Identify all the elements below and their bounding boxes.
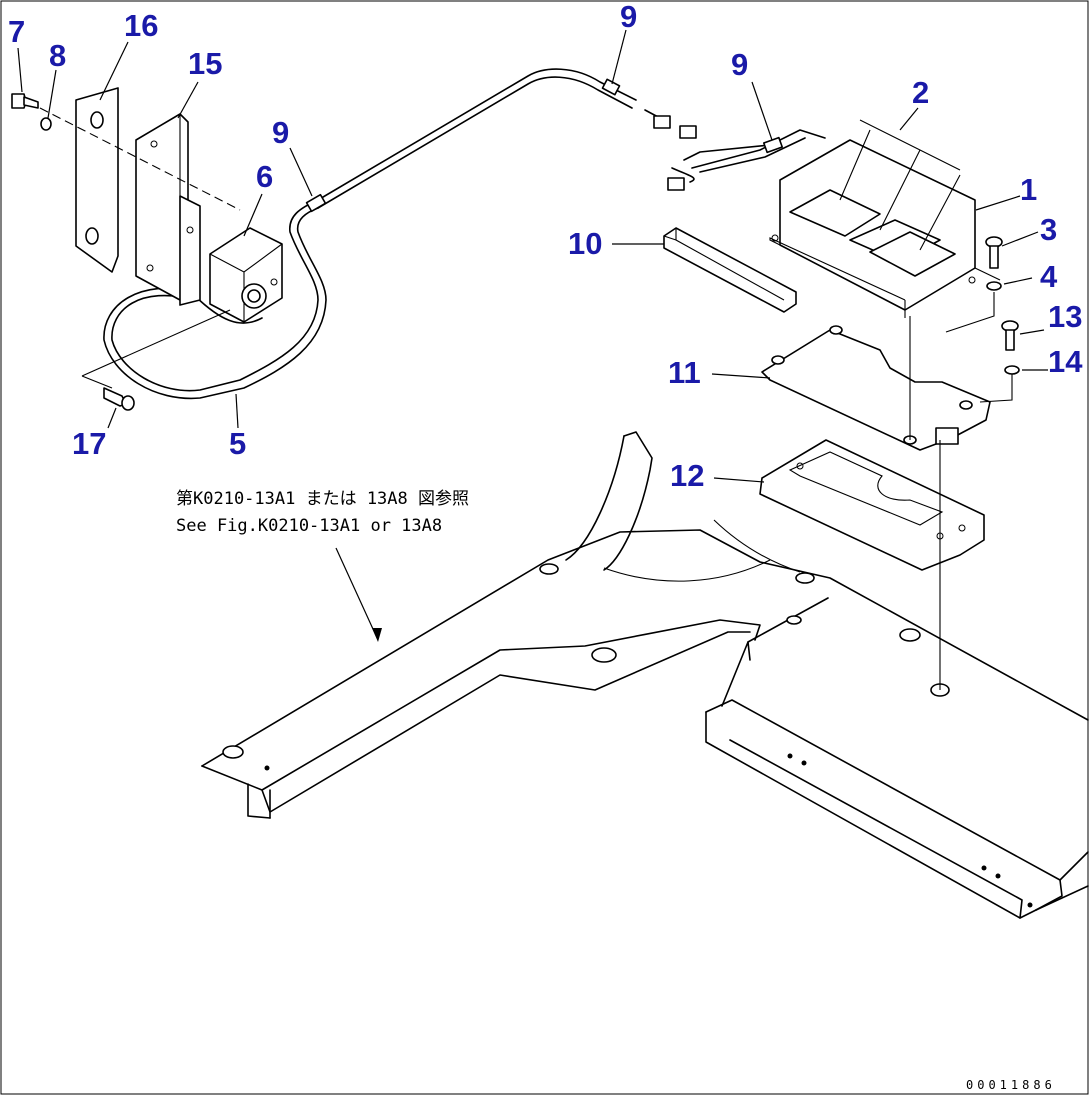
part-3-bolt (985, 236, 1003, 269)
callout-8: 8 (49, 38, 67, 73)
callout-15: 15 (188, 46, 223, 81)
part-1-controller (769, 119, 1001, 318)
callout-16: 16 (124, 8, 159, 43)
leader-lines (17, 29, 1048, 642)
callout-9-right: 9 (731, 47, 749, 82)
callout-2: 2 (912, 75, 930, 110)
callout-9-left: 9 (272, 115, 290, 150)
drawing-code: 00011886 (966, 1078, 1056, 1092)
part-13-bolt (1001, 320, 1019, 351)
floor-frame (201, 431, 1089, 919)
part-11-plate (761, 325, 991, 451)
callout-7: 7 (8, 14, 26, 49)
callout-9-top: 9 (620, 0, 638, 34)
part-14-washer (1004, 365, 1020, 375)
reference-note-english: See Fig.K0210-13A1 or 13A8 (176, 516, 443, 536)
part-7-bolt (11, 93, 39, 109)
part-12-plate (759, 439, 985, 571)
callout-14: 14 (1048, 344, 1083, 379)
callout-10: 10 (568, 226, 603, 261)
part-9-harness (103, 68, 826, 400)
callout-1: 1 (1020, 172, 1038, 207)
callout-6: 6 (256, 159, 274, 194)
part-4-washer (986, 281, 1002, 291)
part-10-strip (663, 227, 797, 313)
callout-5: 5 (229, 426, 247, 461)
part-16-plate (75, 87, 119, 273)
callout-17: 17 (72, 426, 107, 461)
reference-note-japanese: 第K0210-13A1 または 13A8 図参照 (176, 489, 469, 509)
part-17-bolt (103, 387, 135, 411)
part-6-switch (209, 227, 283, 323)
callout-4: 4 (1040, 259, 1058, 294)
callout-3: 3 (1040, 212, 1058, 247)
part-15-bracket (135, 113, 201, 306)
callout-13: 13 (1048, 299, 1083, 334)
callout-11: 11 (668, 355, 701, 390)
part-8-washer (40, 117, 52, 131)
callout-12: 12 (670, 458, 705, 493)
